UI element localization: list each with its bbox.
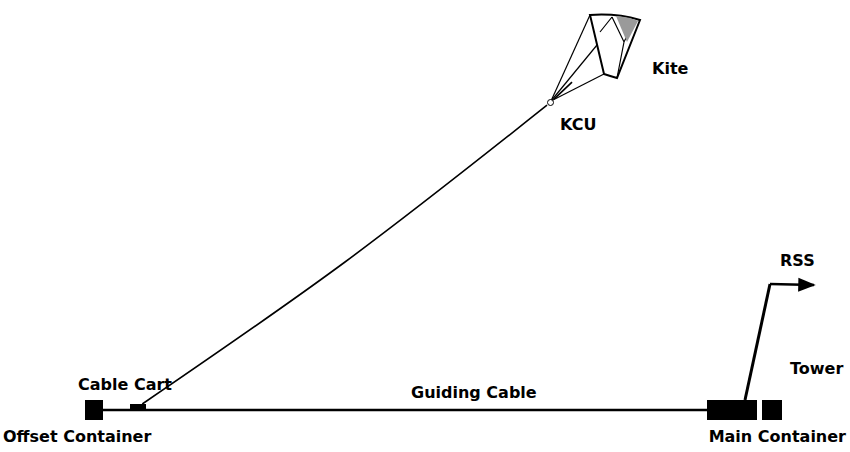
main-container: Main Container bbox=[707, 400, 757, 420]
bridle-line bbox=[551, 74, 604, 101]
part-label: Kite bbox=[652, 60, 688, 78]
tower-label: Tower bbox=[790, 360, 843, 378]
offset-container: Offset Container bbox=[85, 400, 103, 420]
guiding-cable bbox=[103, 409, 707, 412]
kite: Kite bbox=[572, 12, 644, 84]
part-label: Cable Cart bbox=[78, 376, 172, 394]
bridle bbox=[554, 82, 572, 99]
bridle-line bbox=[551, 45, 597, 101]
tether bbox=[142, 105, 547, 404]
kite-shape bbox=[572, 12, 644, 84]
rss-label: RSS bbox=[780, 252, 815, 270]
part-label: Offset Container bbox=[3, 428, 151, 446]
kcu: KCU bbox=[547, 99, 554, 106]
part-label: Main Container bbox=[709, 428, 846, 446]
kite-shading bbox=[616, 16, 638, 42]
cable-label: Guiding Cable bbox=[408, 384, 540, 402]
container-block bbox=[762, 400, 782, 420]
cable-cart: Cable Cart bbox=[130, 404, 146, 410]
kite-canopy bbox=[590, 15, 640, 78]
part-label: KCU bbox=[560, 116, 596, 134]
rss-arm bbox=[770, 284, 814, 285]
tower-mast bbox=[745, 284, 770, 400]
bridle-line bbox=[551, 15, 590, 101]
